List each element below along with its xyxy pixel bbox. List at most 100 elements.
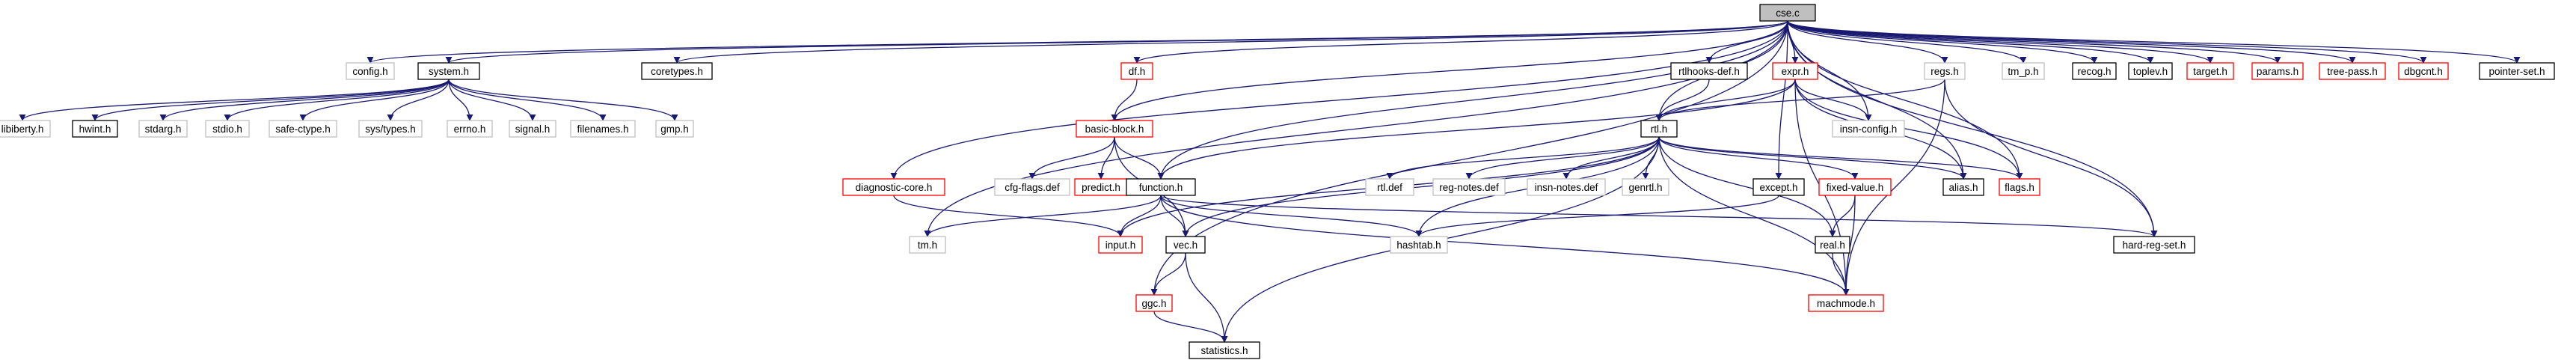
edge-rtl-to-machmode xyxy=(1658,136,1850,296)
node-toplev-box[interactable] xyxy=(2128,62,2173,80)
node-tm[interactable]: tm.h xyxy=(909,236,946,254)
node-system[interactable]: system.h xyxy=(417,62,480,80)
node-rtldef[interactable]: rtl.def xyxy=(1365,178,1414,196)
node-recog-box[interactable] xyxy=(2072,62,2117,80)
node-real[interactable]: real.h xyxy=(1815,236,1850,254)
node-tm_p-box[interactable] xyxy=(2002,62,2045,80)
node-gmp-box[interactable] xyxy=(655,120,694,138)
node-params-box[interactable] xyxy=(2251,62,2304,80)
node-input[interactable]: input.h xyxy=(1098,236,1143,254)
node-stdio-box[interactable] xyxy=(205,120,250,138)
node-target[interactable]: target.h xyxy=(2186,62,2234,80)
node-insnconfig-box[interactable] xyxy=(1832,120,1905,138)
node-flags-box[interactable] xyxy=(1999,178,2040,196)
node-alias[interactable]: alias.h xyxy=(1942,178,1984,196)
node-coretypes-box[interactable] xyxy=(641,62,713,80)
node-basicblock-box[interactable] xyxy=(1076,120,1153,138)
node-machmode-box[interactable] xyxy=(1808,294,1884,312)
node-regs[interactable]: regs.h xyxy=(1924,62,1966,80)
node-function[interactable]: function.h xyxy=(1126,178,1196,196)
node-cse-box[interactable] xyxy=(1759,4,1816,22)
node-vec-box[interactable] xyxy=(1165,236,1206,254)
node-signal-box[interactable] xyxy=(509,120,556,138)
node-except-box[interactable] xyxy=(1752,178,1805,196)
node-safectype[interactable]: safe-ctype.h xyxy=(269,120,337,138)
node-expr-box[interactable] xyxy=(1772,62,1818,80)
node-pointerset-box[interactable] xyxy=(2479,62,2555,80)
node-except[interactable]: except.h xyxy=(1752,178,1805,196)
node-systypes[interactable]: sys/types.h xyxy=(358,120,423,138)
node-filenames-box[interactable] xyxy=(570,120,636,138)
node-systypes-box[interactable] xyxy=(358,120,423,138)
node-regs-box[interactable] xyxy=(1924,62,1966,80)
node-input-box[interactable] xyxy=(1098,236,1143,254)
node-tm_p[interactable]: tm_p.h xyxy=(2002,62,2045,80)
node-toplev[interactable]: toplev.h xyxy=(2128,62,2173,80)
node-insnconfig[interactable]: insn-config.h xyxy=(1832,120,1905,138)
node-params[interactable]: params.h xyxy=(2251,62,2304,80)
node-treepass-box[interactable] xyxy=(2319,62,2386,80)
node-rtl[interactable]: rtl.h xyxy=(1640,120,1678,138)
node-statistics[interactable]: statistics.h xyxy=(1189,341,1260,359)
node-dbgcnt-box[interactable] xyxy=(2398,62,2449,80)
node-insnnotes[interactable]: insn-notes.def xyxy=(1527,178,1606,196)
node-function-box[interactable] xyxy=(1126,178,1196,196)
node-basicblock[interactable]: basic-block.h xyxy=(1076,120,1153,138)
node-rtlhooks[interactable]: rtlhooks-def.h xyxy=(1670,62,1748,80)
node-machmode[interactable]: machmode.h xyxy=(1808,294,1884,312)
node-ggc-box[interactable] xyxy=(1135,294,1173,312)
node-target-box[interactable] xyxy=(2186,62,2234,80)
node-cfgflags[interactable]: cfg-flags.def xyxy=(994,178,1070,196)
node-diagcore[interactable]: diagnostic-core.h xyxy=(842,178,945,196)
node-expr[interactable]: expr.h xyxy=(1772,62,1818,80)
node-pointerset[interactable]: pointer-set.h xyxy=(2479,62,2555,80)
node-stdarg-box[interactable] xyxy=(138,120,188,138)
node-system-box[interactable] xyxy=(417,62,480,80)
node-rtldef-box[interactable] xyxy=(1365,178,1414,196)
node-statistics-box[interactable] xyxy=(1189,341,1260,359)
node-errno-box[interactable] xyxy=(447,120,493,138)
node-predict[interactable]: predict.h xyxy=(1074,178,1128,196)
node-gmp[interactable]: gmp.h xyxy=(655,120,694,138)
node-df-box[interactable] xyxy=(1120,62,1153,80)
node-filenames[interactable]: filenames.h xyxy=(570,120,636,138)
node-hwint[interactable]: hwint.h xyxy=(72,120,118,138)
node-diagcore-box[interactable] xyxy=(842,178,945,196)
node-genrtl-box[interactable] xyxy=(1622,178,1669,196)
node-fixedvalue[interactable]: fixed-value.h xyxy=(1818,178,1892,196)
node-coretypes[interactable]: coretypes.h xyxy=(641,62,713,80)
node-rtlhooks-box[interactable] xyxy=(1670,62,1748,80)
node-genrtl[interactable]: genrtl.h xyxy=(1622,178,1669,196)
node-ggc[interactable]: ggc.h xyxy=(1135,294,1173,312)
node-regnotes[interactable]: reg-notes.def xyxy=(1432,178,1506,196)
node-stdio[interactable]: stdio.h xyxy=(205,120,250,138)
node-df[interactable]: df.h xyxy=(1120,62,1153,80)
node-vec[interactable]: vec.h xyxy=(1165,236,1206,254)
node-config-box[interactable] xyxy=(346,62,395,80)
node-insnnotes-box[interactable] xyxy=(1527,178,1606,196)
node-cse[interactable]: cse.c xyxy=(1759,4,1816,22)
node-fixedvalue-box[interactable] xyxy=(1818,178,1892,196)
node-hashtab-box[interactable] xyxy=(1390,236,1448,254)
node-hwint-box[interactable] xyxy=(72,120,118,138)
node-treepass[interactable]: tree-pass.h xyxy=(2319,62,2386,80)
node-hardregset-box[interactable] xyxy=(2113,236,2195,254)
node-config[interactable]: config.h xyxy=(346,62,395,80)
node-libiberty-box[interactable] xyxy=(0,120,51,138)
node-hardregset[interactable]: hard-reg-set.h xyxy=(2113,236,2195,254)
node-cfgflags-box[interactable] xyxy=(994,178,1070,196)
node-flags[interactable]: flags.h xyxy=(1999,178,2040,196)
node-real-box[interactable] xyxy=(1815,236,1850,254)
node-recog[interactable]: recog.h xyxy=(2072,62,2117,80)
node-rtl-box[interactable] xyxy=(1640,120,1678,138)
node-hashtab[interactable]: hashtab.h xyxy=(1390,236,1448,254)
node-signal[interactable]: signal.h xyxy=(509,120,556,138)
node-alias-box[interactable] xyxy=(1942,178,1984,196)
node-regnotes-box[interactable] xyxy=(1432,178,1506,196)
node-stdarg[interactable]: stdarg.h xyxy=(138,120,188,138)
node-libiberty[interactable]: libiberty.h xyxy=(0,120,51,138)
node-errno[interactable]: errno.h xyxy=(447,120,493,138)
node-dbgcnt[interactable]: dbgcnt.h xyxy=(2398,62,2449,80)
node-safectype-box[interactable] xyxy=(269,120,337,138)
node-tm-box[interactable] xyxy=(909,236,946,254)
